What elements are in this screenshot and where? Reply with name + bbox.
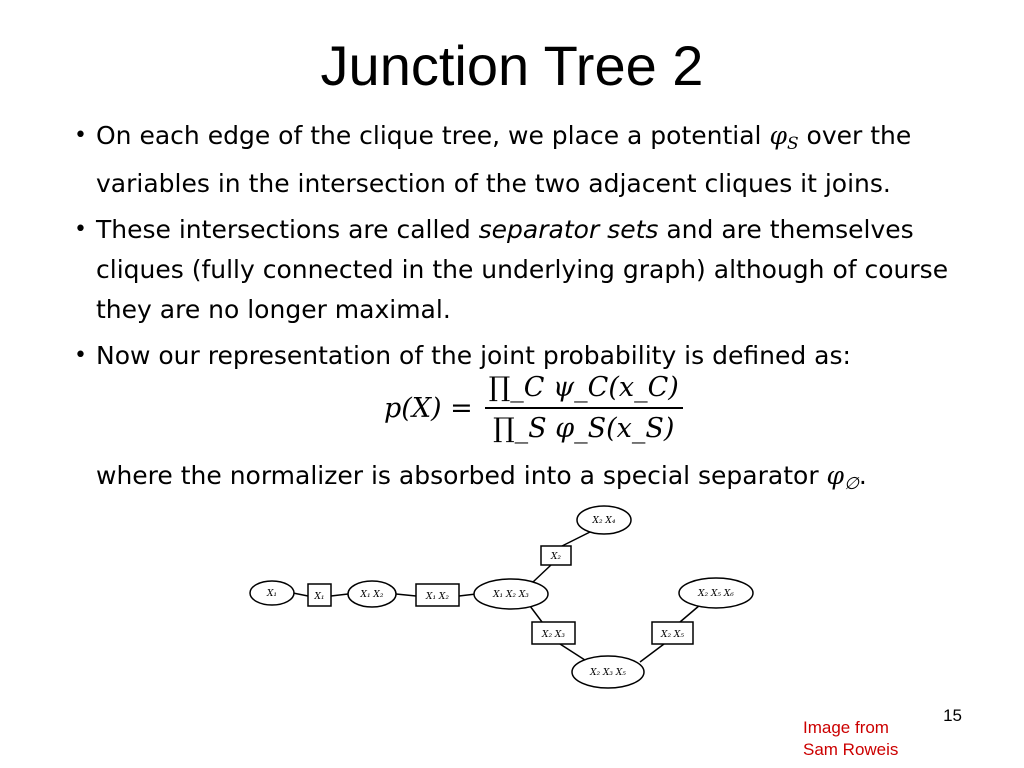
separator-x2 [540, 545, 572, 566]
formula-numerator: ∏_C ψ_C(x_C) [484, 372, 683, 409]
bullet-text-after: over the variables in the intersection o… [96, 121, 912, 198]
bullet-dot-icon: • [74, 123, 87, 148]
formula-lhs: p(X) = [384, 392, 473, 424]
clique-x2-x3-x5 [571, 655, 645, 689]
separator-x2-label: X₂ [550, 552, 561, 562]
clique-x1-label: X₁ [266, 589, 277, 599]
bullet-text-before: On each edge of the clique tree, we plac… [96, 121, 770, 150]
slide-title: Junction Tree 2 [320, 34, 704, 97]
formula-fraction: ∏_C ψ_C(x_C) ∏_S φ_S(x_S) [484, 372, 683, 444]
separator-x2-x3-label: X₂ X₃ [541, 630, 565, 640]
separator-x1-x2-label: X₁ X₂ [425, 592, 449, 602]
credit-line-1: Image from [803, 718, 889, 737]
bullet-text: Now our representation of the joint prob… [96, 341, 851, 370]
bullet-dot-icon: • [74, 217, 87, 242]
phi-empty-symbol: φ [826, 461, 845, 490]
tree-edge [395, 593, 417, 597]
separator-x1 [307, 583, 332, 607]
clique-x2-x4 [576, 505, 632, 535]
note-text-after: . [858, 461, 867, 490]
tree-edge [292, 592, 309, 597]
clique-x2-x4-label: X₂ X₄ [592, 516, 616, 526]
phi-empty-subscript: ∅ [844, 474, 859, 494]
clique-x1-x2-x3 [473, 578, 549, 610]
separator-x2-x5 [651, 621, 694, 645]
separator-x2-x3 [531, 621, 576, 645]
tree-edge [330, 593, 349, 597]
tree-node-labels: X₁ X₁ X₁ X₂ X₁ X₂ X₁ X₂ X₃ X₂ X₂ X₄ X₂ X… [266, 516, 734, 678]
image-credit: Image from Sam Roweis [803, 717, 898, 761]
page-number: 15 [943, 706, 962, 725]
clique-x1-x2 [347, 580, 397, 608]
tree-edge [559, 643, 589, 663]
tree-edge [532, 564, 552, 583]
bullet-dot-icon: • [74, 343, 87, 368]
separator-x1-x2 [415, 583, 460, 607]
tree-edges [292, 531, 701, 663]
tree-edge [561, 531, 591, 547]
separator-x2-x5-label: X₂ X₅ [660, 630, 684, 640]
bullet-edge-potential: • On each edge of the clique tree, we pl… [72, 116, 972, 204]
tree-edge [529, 605, 543, 623]
clique-x1 [249, 580, 295, 606]
bullet-text-before: These intersections are called [96, 215, 479, 244]
tree-edge [679, 604, 701, 623]
clique-x2-x5-x6-label: X₂ X₅ X₆ [697, 589, 734, 599]
bullet-text-after: and are themselves cliques (fully connec… [96, 215, 949, 324]
bullet-separator-sets: • These intersections are called separat… [72, 210, 972, 330]
credit-line-2: Sam Roweis [803, 740, 899, 759]
note-text-before: where the normalizer is absorbed into a … [96, 461, 827, 490]
phi-symbol: φ [769, 121, 787, 150]
clique-x1-x2-label: X₁ X₂ [360, 590, 384, 600]
tree-nodes [249, 505, 754, 689]
joint-probability-formula: p(X) = ∏_C ψ_C(x_C) ∏_S φ_S(x_S) [384, 372, 683, 444]
phi-subscript: S [786, 134, 799, 154]
clique-x2-x3-x5-label: X₂ X₃ X₅ [589, 668, 626, 678]
tree-edge [458, 593, 477, 597]
separator-x1-label: X₁ [313, 592, 324, 602]
bullet-joint-probability: • Now our representation of the joint pr… [72, 336, 972, 376]
formula-denominator: ∏_S φ_S(x_S) [493, 413, 675, 444]
clique-x2-x5-x6 [678, 577, 754, 609]
separator-sets-emphasis: separator sets [478, 215, 659, 244]
tree-edge [639, 643, 665, 663]
clique-x1-x2-x3-label: X₁ X₂ X₃ [492, 590, 529, 600]
normalizer-note: where the normalizer is absorbed into a … [96, 456, 867, 504]
bullet-list: • On each edge of the clique tree, we pl… [72, 116, 972, 382]
